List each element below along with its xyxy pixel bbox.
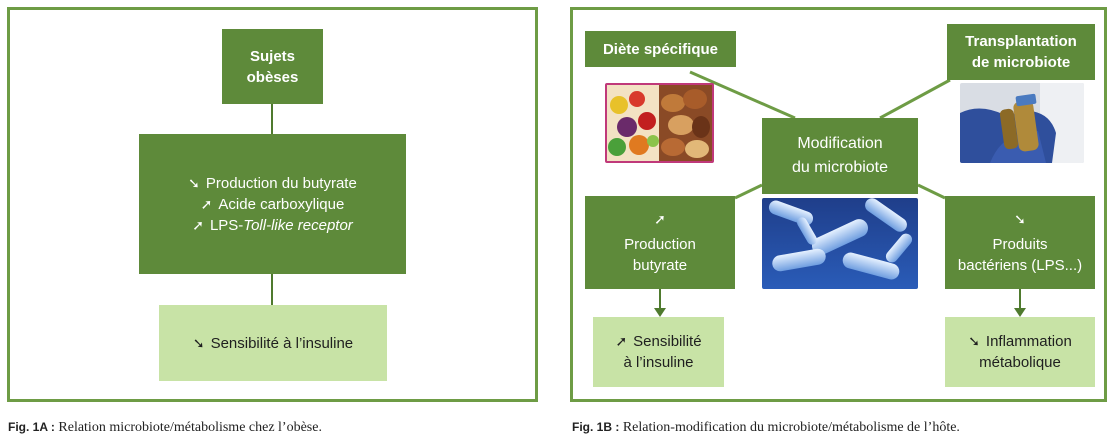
products-box: ➘ Produits bactériens (LPS...) bbox=[945, 196, 1095, 289]
transplant-image bbox=[960, 83, 1084, 163]
effect-butyrate: ➘ Production du butyrate bbox=[188, 173, 357, 194]
subjects-line-1: Sujets bbox=[249, 47, 295, 65]
connector-diet-center bbox=[689, 70, 796, 120]
effect-carboxylic: ➚ Acide carboxylique bbox=[201, 194, 345, 215]
arrowhead-products-inflammation bbox=[1014, 308, 1026, 317]
caption-1a-label: Fig. 1A : bbox=[8, 420, 55, 434]
effect-lps-italic: Toll-like receptor bbox=[243, 216, 353, 234]
effect-carboxylic-text: Acide carboxylique bbox=[218, 195, 345, 213]
food-image bbox=[605, 83, 714, 163]
outcome-text: Sensibilité à l’insuline bbox=[210, 334, 354, 352]
production-line-1: Production bbox=[624, 236, 696, 253]
subjects-line-2: obèses bbox=[246, 68, 299, 86]
center-line-1: Modification bbox=[797, 135, 883, 152]
connector-center-production bbox=[734, 183, 763, 200]
connector-transplant-center bbox=[879, 78, 951, 120]
caption-1a: Fig. 1A : Relation microbiote/métabolism… bbox=[8, 420, 322, 436]
center-box: Modification du microbiote bbox=[762, 118, 918, 194]
arrow-up-right-icon: ➚ bbox=[200, 195, 213, 212]
arrow-down-right-icon: ➘ bbox=[1014, 211, 1026, 227]
inflammation-box: ➘ Inflammation métabolique bbox=[945, 317, 1095, 387]
products-line-2: bactériens (LPS...) bbox=[957, 257, 1083, 274]
connector-center-products bbox=[917, 183, 946, 200]
bacteria-illustration bbox=[762, 198, 918, 289]
inflammation-line-1: Inflammation bbox=[985, 333, 1072, 350]
sensitivity-line-2: à l’insuline bbox=[623, 354, 694, 371]
transplant-line-1: Transplantation bbox=[965, 33, 1077, 50]
arrow-down-right-icon: ➘ bbox=[968, 333, 980, 349]
inflammation-row: ➘ Inflammation bbox=[968, 331, 1072, 352]
effect-butyrate-text: Production du butyrate bbox=[205, 174, 357, 192]
inflammation-line-2: métabolique bbox=[979, 354, 1061, 371]
bacteria-image bbox=[762, 198, 918, 289]
center-line-2: du microbiote bbox=[791, 159, 889, 176]
arrowhead-production-sensitivity bbox=[654, 308, 666, 317]
transplant-box: Transplantation de microbiote bbox=[947, 24, 1095, 80]
diet-box: Diète spécifique bbox=[585, 31, 736, 67]
sensitivity-row: ➚ Sensibilité bbox=[615, 331, 701, 352]
arrow-up-right-icon: ➚ bbox=[615, 333, 628, 349]
arrow-down-right-icon: ➘ bbox=[192, 334, 205, 351]
fig-1b-frame bbox=[570, 7, 1107, 402]
caption-1a-text: Relation microbiote/métabolisme chez l’o… bbox=[58, 420, 322, 435]
subjects-box: Sujets obèses bbox=[222, 29, 323, 104]
fig-1a-frame bbox=[7, 7, 538, 402]
transplant-line-2: de microbiote bbox=[971, 54, 1071, 71]
effect-lps: ➚ LPS-Toll-like receptor bbox=[192, 215, 353, 236]
production-line-2: butyrate bbox=[632, 257, 688, 274]
sensitivity-box: ➚ Sensibilité à l’insuline bbox=[593, 317, 724, 387]
caption-1b: Fig. 1B : Relation-modification du micro… bbox=[572, 420, 960, 436]
effects-box: ➘ Production du butyrate ➚ Acide carboxy… bbox=[139, 134, 406, 274]
outcome-row: ➘ Sensibilité à l’insuline bbox=[193, 333, 353, 354]
food-illustration bbox=[607, 85, 712, 161]
production-box: ➚ Production butyrate bbox=[585, 196, 735, 289]
arrow-up-right-icon: ➚ bbox=[192, 216, 204, 233]
effect-lps-prefix: LPS- bbox=[209, 216, 244, 234]
products-line-1: Produits bbox=[992, 236, 1048, 253]
caption-1b-label: Fig. 1B : bbox=[572, 420, 620, 434]
transplant-illustration bbox=[960, 83, 1084, 163]
sensitivity-line-1: Sensibilité bbox=[633, 333, 702, 350]
arrow-down-right-icon: ➘ bbox=[188, 174, 200, 191]
caption-1b-text: Relation-modification du microbiote/méta… bbox=[622, 420, 960, 435]
diet-label: Diète spécifique bbox=[602, 40, 719, 58]
arrow-up-right-icon: ➚ bbox=[654, 211, 666, 227]
outcome-box: ➘ Sensibilité à l’insuline bbox=[159, 305, 387, 381]
